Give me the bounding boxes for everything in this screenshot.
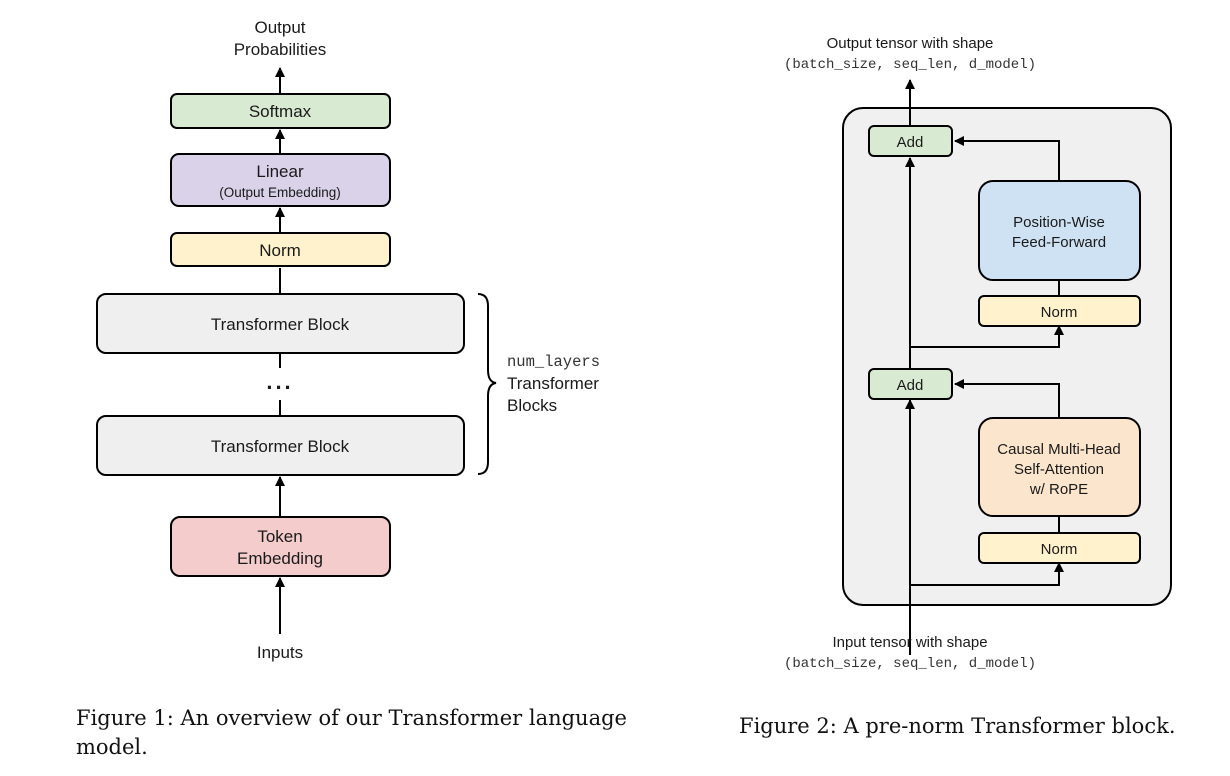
token-embedding-box — [170, 516, 391, 577]
transformer-block-top-label: Transformer Block — [211, 315, 350, 334]
attention-label-line2: Self-Attention — [1014, 461, 1104, 478]
ellipsis: ... — [266, 369, 293, 394]
figure2-diagram: Output tensor with shape (batch_size, se… — [784, 35, 1172, 672]
ffn-box — [978, 180, 1141, 281]
figure1-caption: Figure 1: An overview of our Transformer… — [76, 706, 627, 759]
output-probabilities-label-line2: Probabilities — [234, 40, 327, 59]
arrow-ffn-to-add-top — [954, 136, 1060, 180]
output-tensor-shape: (batch_size, seq_len, d_model) — [784, 57, 1036, 73]
output-probabilities-label-line1: Output — [254, 18, 305, 37]
softmax-box — [170, 93, 391, 129]
transformer-blocks-label-line1: Transformer — [507, 374, 599, 393]
norm-bottom-label: Norm — [1041, 541, 1078, 558]
add-top-label: Add — [897, 134, 924, 151]
attention-box — [978, 417, 1141, 517]
figure1-diagram: Output Probabilities Softmax Linear (Out… — [96, 18, 600, 662]
add-top-box — [868, 125, 953, 157]
norm-bottom-box — [978, 532, 1141, 564]
output-tensor-label-line1: Output tensor with shape — [827, 35, 994, 52]
transformer-block-bottom-label: Transformer Block — [211, 437, 350, 456]
add-bottom-label: Add — [897, 377, 924, 394]
figure2-caption: Figure 2: A pre-norm Transformer block. — [739, 714, 1176, 738]
arrow-residual-to-norm-top — [910, 325, 1064, 348]
linear-label: Linear — [256, 162, 304, 181]
norm-top-box — [978, 295, 1141, 327]
token-embedding-label-line2: Embedding — [237, 549, 323, 568]
token-embedding-label-line1: Token — [257, 527, 302, 546]
attention-label-line3: w/ RoPE — [1029, 481, 1088, 498]
add-bottom-box — [868, 368, 953, 400]
linear-box — [170, 153, 391, 207]
norm-top-label: Norm — [1041, 304, 1078, 321]
transformer-block-top — [96, 293, 465, 354]
transformer-block-bottom — [96, 415, 465, 476]
ffn-label-line2: Feed-Forward — [1012, 234, 1106, 251]
ffn-label-line1: Position-Wise — [1013, 214, 1105, 231]
inputs-label: Inputs — [257, 643, 303, 662]
layers-brace — [477, 293, 497, 475]
num-layers-label: num_layers — [507, 353, 600, 371]
arrow-attention-to-add-bottom — [954, 379, 1060, 418]
transformer-blocks-label-line2: Blocks — [507, 396, 557, 415]
norm-box — [170, 232, 391, 267]
arrow-residual-to-norm-bottom — [910, 562, 1064, 586]
norm-label: Norm — [259, 241, 301, 260]
linear-sublabel: (Output Embedding) — [219, 185, 341, 200]
input-tensor-shape: (batch_size, seq_len, d_model) — [784, 656, 1036, 672]
softmax-label: Softmax — [249, 102, 312, 121]
attention-label-line1: Causal Multi-Head — [997, 441, 1120, 458]
input-tensor-label-line1: Input tensor with shape — [832, 634, 987, 651]
